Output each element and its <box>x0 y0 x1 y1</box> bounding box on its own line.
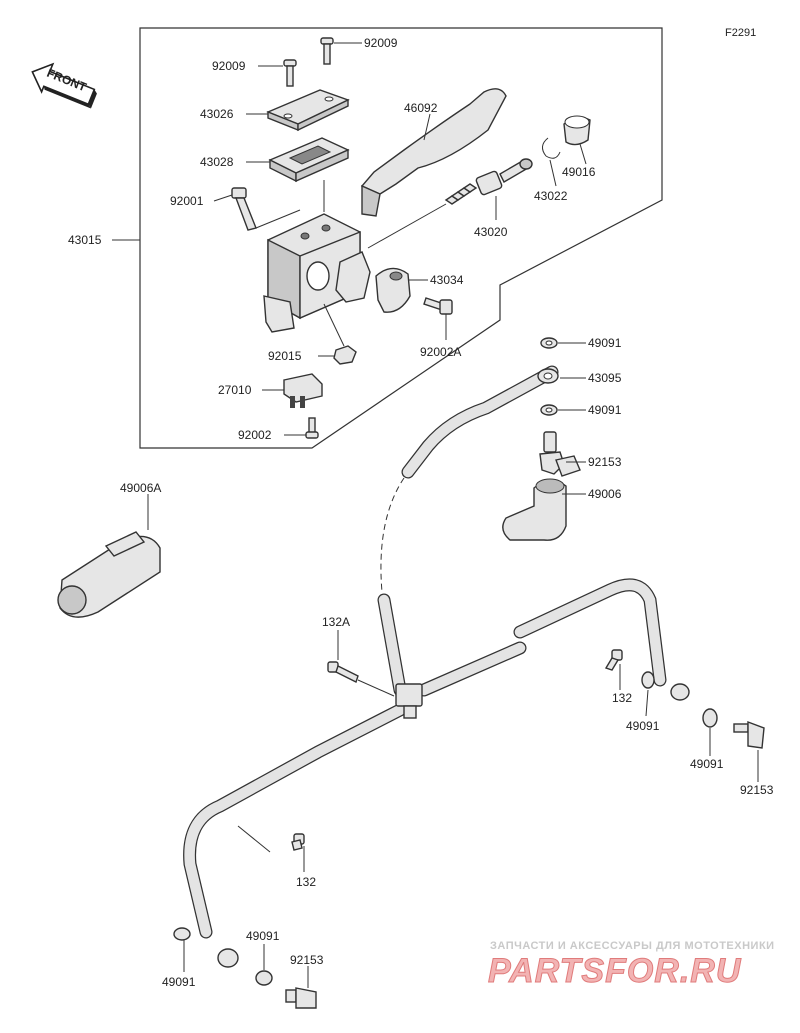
label-43026: 43026 <box>200 107 234 121</box>
washer-49091-right-b <box>702 708 718 728</box>
fitting-49006A <box>57 531 161 618</box>
label-49091-a: 49091 <box>588 336 622 350</box>
label-49006: 49006 <box>588 487 622 501</box>
leader-49091c <box>645 689 649 717</box>
front-arrow-icon <box>31 62 97 109</box>
clamp-holder <box>375 267 411 313</box>
switch-block <box>555 455 581 477</box>
watermark-logo: PARTSFOR.RU <box>488 952 742 990</box>
leader-49016 <box>579 143 587 165</box>
dust-boot <box>563 115 591 146</box>
banjo-right <box>670 683 690 701</box>
label-43028: 43028 <box>200 155 234 169</box>
nut-92015 <box>333 345 357 365</box>
label-27010: 27010 <box>218 383 252 397</box>
leader-92001-b <box>255 209 301 229</box>
leader-132A-b <box>357 679 395 697</box>
washer-49091-top <box>540 337 558 349</box>
reservoir-cap <box>266 89 350 132</box>
banjo-bolt-43095 <box>537 368 559 384</box>
label-92001: 92001 <box>170 194 204 208</box>
brake-lever <box>360 88 507 217</box>
bolt-92153-right <box>733 720 765 749</box>
washer-49091-left-a <box>173 927 191 941</box>
master-cylinder-body <box>263 213 371 333</box>
label-49091-b: 49091 <box>588 403 622 417</box>
leader-92001 <box>213 194 233 202</box>
label-49091-f: 49091 <box>246 929 280 943</box>
diagram-code: F2291 <box>725 27 756 39</box>
brake-switch <box>283 373 323 408</box>
label-92153-c: 92153 <box>290 953 324 967</box>
label-46092: 46092 <box>404 101 438 115</box>
diaphragm <box>268 137 350 183</box>
screw-92002 <box>305 417 319 439</box>
leader-46092 <box>423 113 431 141</box>
bolt-132-left <box>291 833 305 851</box>
bolt-92153-left <box>285 987 317 1009</box>
screw-92009-right <box>320 37 334 65</box>
hose-left <box>183 703 407 939</box>
label-49006A: 49006A <box>120 481 161 495</box>
label-43015: 43015 <box>68 233 102 247</box>
bolt-132A <box>327 661 359 683</box>
label-43034: 43034 <box>430 273 464 287</box>
bolt-92002A <box>423 297 453 315</box>
circlip <box>542 137 561 159</box>
label-92002A: 92002A <box>420 345 461 359</box>
fitting-49006 <box>502 478 567 541</box>
hose-joint <box>395 683 423 719</box>
leader-92015-b <box>323 303 345 347</box>
label-92153-b: 92153 <box>740 783 774 797</box>
label-92153-a: 92153 <box>588 455 622 469</box>
label-92015: 92015 <box>268 349 302 363</box>
assembly-frame <box>139 27 663 449</box>
label-49016: 49016 <box>562 165 596 179</box>
label-49091-d: 49091 <box>690 757 724 771</box>
label-132-left: 132 <box>296 875 316 889</box>
watermark-tagline: ЗАПЧАСТИ И АКСЕССУАРЫ ДЛЯ МОТОТЕХНИКИ <box>490 940 775 952</box>
label-132-right: 132 <box>612 691 632 705</box>
banjo-left <box>217 948 239 968</box>
screw-92009-left <box>283 59 297 87</box>
bolt-132-right <box>604 649 623 671</box>
leader-43022 <box>549 159 557 187</box>
label-43022: 43022 <box>534 189 568 203</box>
hose-dashed-line <box>380 477 405 593</box>
label-92009-left: 92009 <box>212 59 246 73</box>
label-43020: 43020 <box>474 225 508 239</box>
washer-49091-right-a <box>641 671 655 689</box>
piston-kit <box>444 158 533 205</box>
label-92009-top: 92009 <box>364 36 398 50</box>
washer-49091-bottom <box>540 404 558 416</box>
label-49091-c: 49091 <box>626 719 660 733</box>
label-132A: 132A <box>322 615 350 629</box>
leader-43020-b <box>367 203 447 249</box>
bolt-92001 <box>231 187 257 231</box>
label-92002: 92002 <box>238 428 272 442</box>
label-49091-e: 49091 <box>162 975 196 989</box>
leader-132b-joint <box>237 825 271 853</box>
washer-49091-left-b <box>255 970 273 986</box>
label-43095: 43095 <box>588 371 622 385</box>
